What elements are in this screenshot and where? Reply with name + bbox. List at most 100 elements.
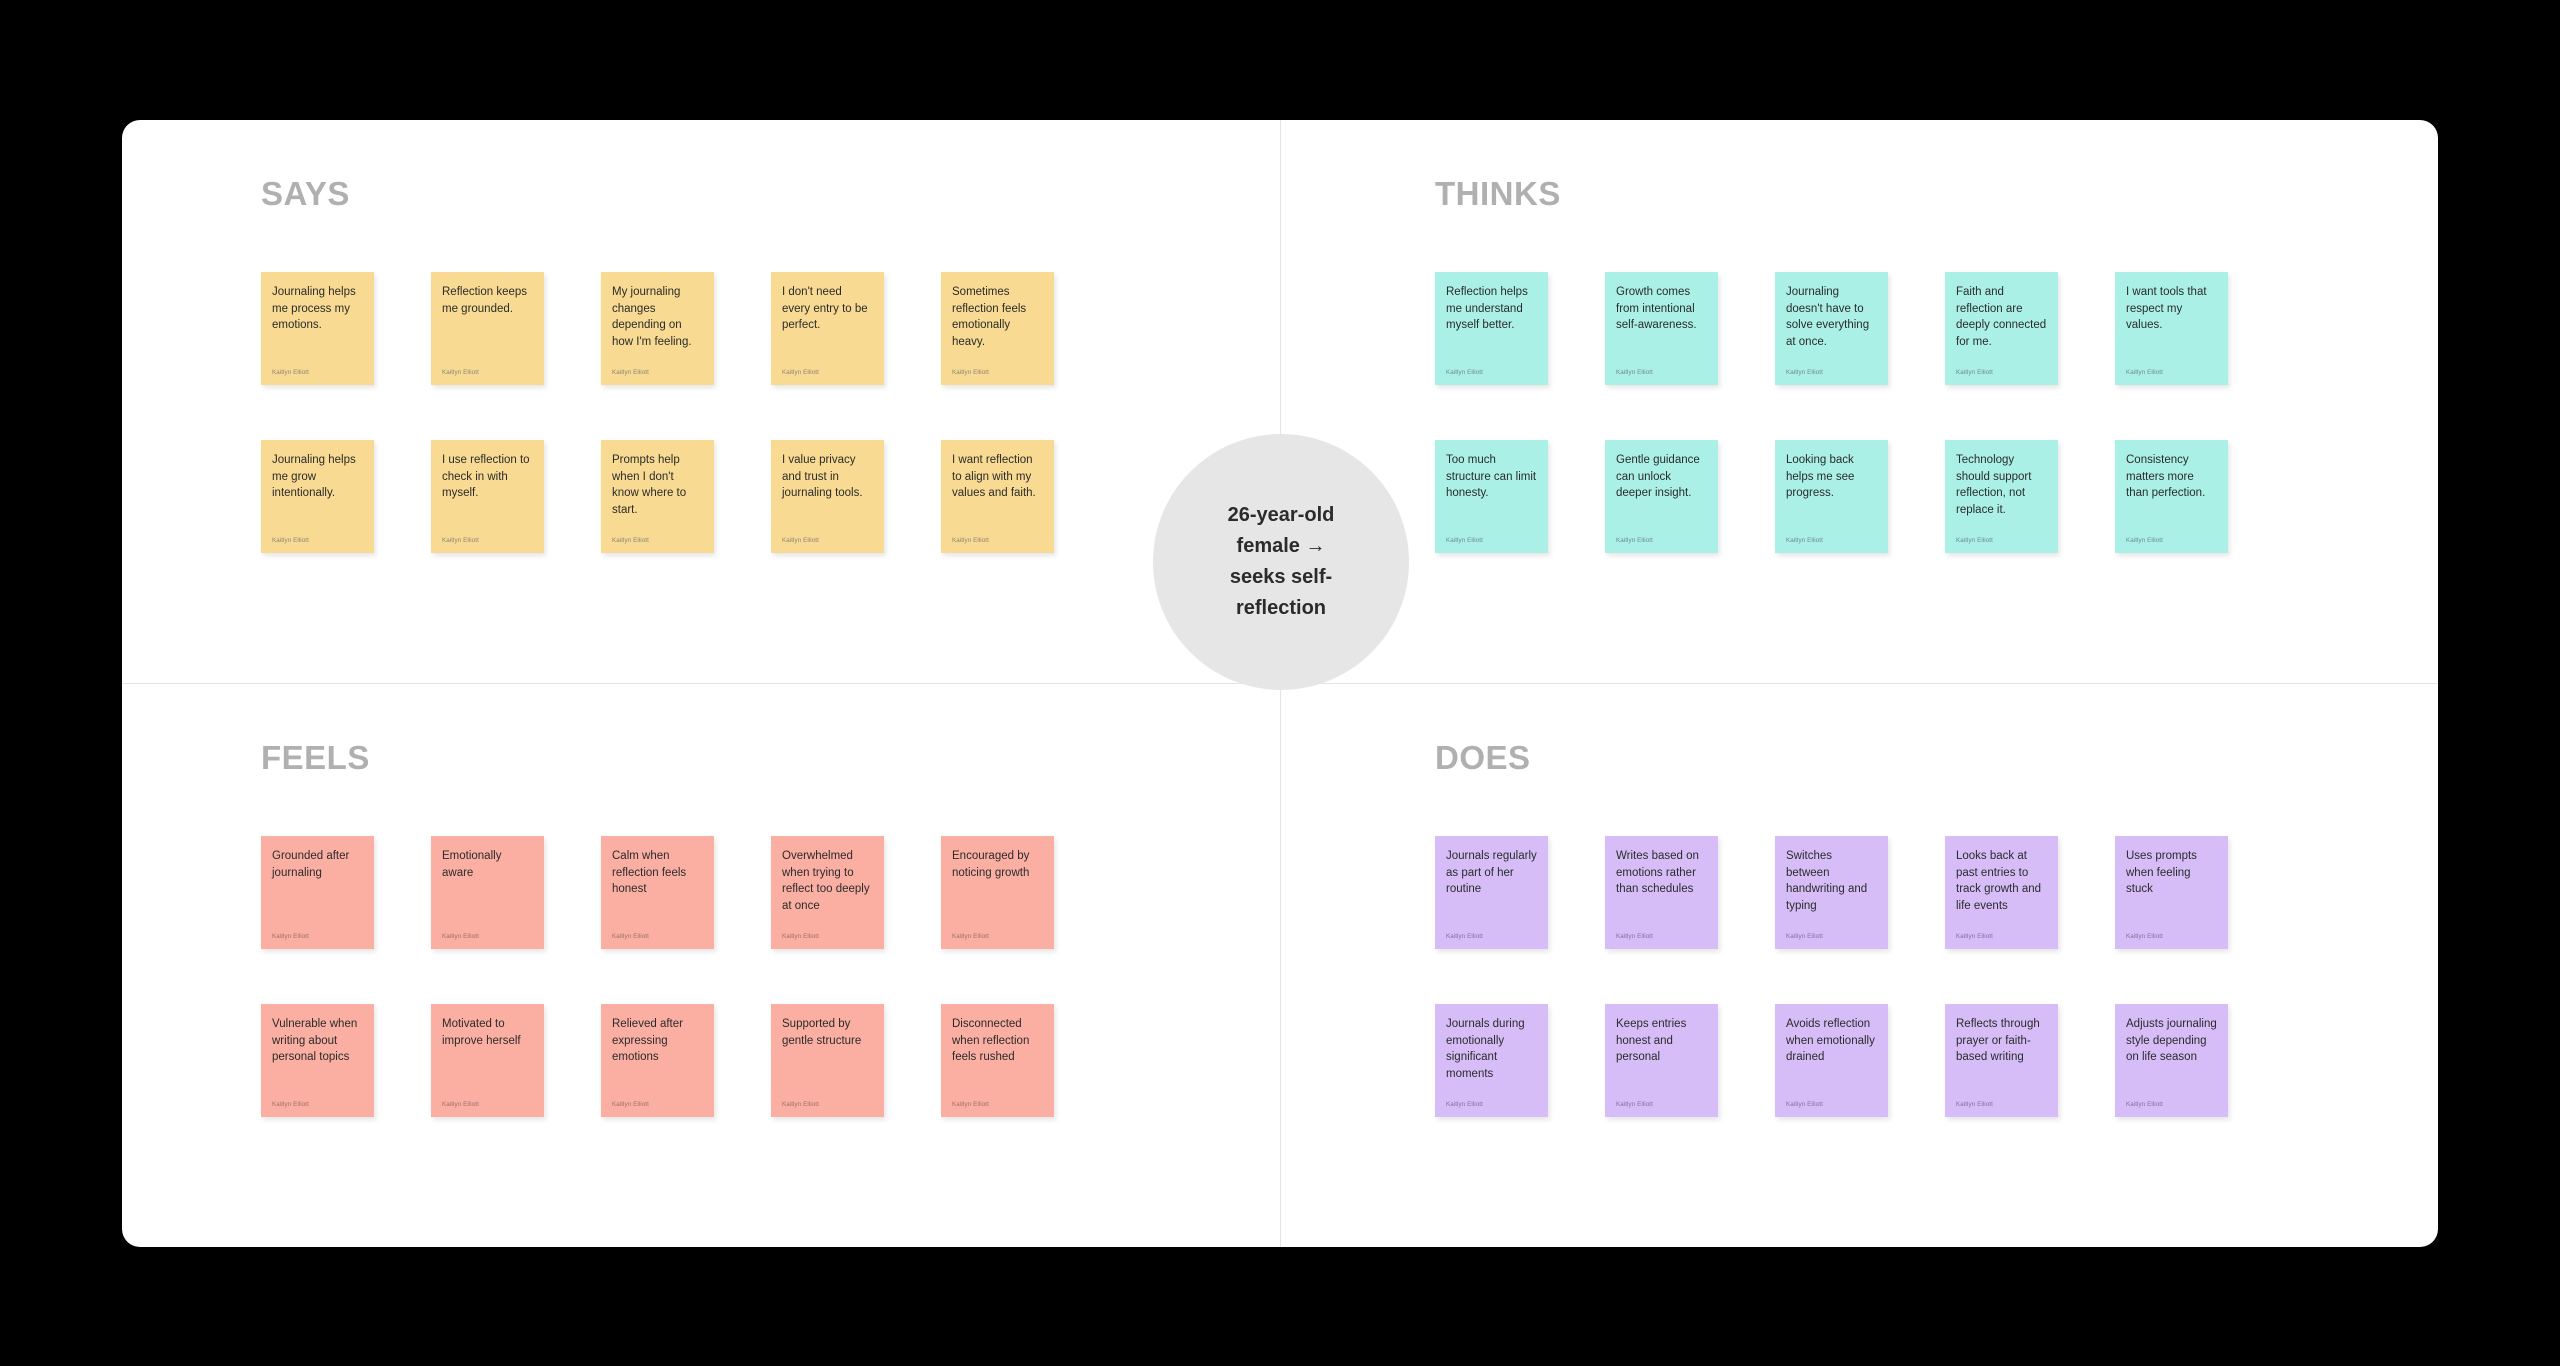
sticky-note-text: Gentle guidance can unlock deeper insigh…: [1616, 454, 1700, 500]
sticky-note-author: Kaitlyn Elliott: [1446, 1101, 1483, 1108]
sticky-note-text: Too much structure can limit honesty.: [1446, 454, 1537, 500]
sticky-note[interactable]: Journaling helps me process my emotions.…: [261, 272, 374, 385]
note-grid-thinks: Reflection helps me understand myself be…: [1435, 272, 2228, 553]
sticky-note[interactable]: Avoids reflection when emotionally drain…: [1775, 1004, 1888, 1117]
sticky-note-text: Motivated to improve herself: [442, 1018, 521, 1047]
sticky-note-text: I want tools that respect my values.: [2126, 286, 2207, 332]
sticky-note-text: Emotionally aware: [442, 850, 502, 879]
sticky-note[interactable]: Consistency matters more than perfection…: [2115, 440, 2228, 553]
note-grid-says: Journaling helps me process my emotions.…: [261, 272, 1054, 553]
sticky-note[interactable]: Too much structure can limit honesty. Kai…: [1435, 440, 1548, 553]
sticky-note[interactable]: Adjusts journaling style depending on li…: [2115, 1004, 2228, 1117]
sticky-note[interactable]: Looking back helps me see progress.Kaitl…: [1775, 440, 1888, 553]
sticky-note[interactable]: I use reflection to check in with myself…: [431, 440, 544, 553]
empathy-map-canvas: SAYS Journaling helps me process my emot…: [122, 120, 2438, 1247]
sticky-note[interactable]: Journals regularly as part of her routin…: [1435, 836, 1548, 949]
sticky-note-author: Kaitlyn Elliott: [2126, 537, 2163, 544]
sticky-note-author: Kaitlyn Elliott: [1616, 537, 1653, 544]
sticky-note[interactable]: My journaling changes depending on how I…: [601, 272, 714, 385]
sticky-note[interactable]: Journals during emotionally significant …: [1435, 1004, 1548, 1117]
sticky-note-author: Kaitlyn Elliott: [1786, 1101, 1823, 1108]
sticky-note[interactable]: I don't need every entry to be perfect.K…: [771, 272, 884, 385]
sticky-note-author: Kaitlyn Elliott: [272, 1101, 309, 1108]
sticky-note-text: Relieved after expressing emotions: [612, 1018, 683, 1064]
sticky-note-text: Journals during emotionally significant …: [1446, 1018, 1525, 1081]
sticky-note-author: Kaitlyn Elliott: [1956, 537, 1993, 544]
sticky-note-text: Overwhelmed when trying to reflect too d…: [782, 850, 870, 913]
sticky-note-author: Kaitlyn Elliott: [442, 1101, 479, 1108]
sticky-note[interactable]: Gentle guidance can unlock deeper insigh…: [1605, 440, 1718, 553]
sticky-note-author: Kaitlyn Elliott: [1446, 537, 1483, 544]
sticky-note-author: Kaitlyn Elliott: [1616, 369, 1653, 376]
sticky-note-author: Kaitlyn Elliott: [1956, 933, 1993, 940]
sticky-note[interactable]: Writes based on emotions rather than sch…: [1605, 836, 1718, 949]
sticky-note-text: Growth comes from intentional self-aware…: [1616, 286, 1697, 332]
sticky-note-text: I want reflection to align with my value…: [952, 454, 1036, 500]
sticky-note-author: Kaitlyn Elliott: [442, 537, 479, 544]
sticky-note[interactable]: Reflects through prayer or faith-based w…: [1945, 1004, 2058, 1117]
sticky-note-author: Kaitlyn Elliott: [272, 537, 309, 544]
sticky-note[interactable]: Reflection keeps me grounded.Kaitlyn Ell…: [431, 272, 544, 385]
sticky-note[interactable]: Technology should support reflection, no…: [1945, 440, 2058, 553]
sticky-note[interactable]: Vulnerable when writing about personal t…: [261, 1004, 374, 1117]
sticky-note-author: Kaitlyn Elliott: [442, 369, 479, 376]
sticky-note[interactable]: Prompts help when I don't know where to …: [601, 440, 714, 553]
sticky-note[interactable]: Reflection helps me understand myself be…: [1435, 272, 1548, 385]
sticky-note[interactable]: I want reflection to align with my value…: [941, 440, 1054, 553]
sticky-note-author: Kaitlyn Elliott: [442, 933, 479, 940]
sticky-note-text: Journals regularly as part of her routin…: [1446, 850, 1537, 896]
sticky-note-author: Kaitlyn Elliott: [2126, 1101, 2163, 1108]
sticky-note-author: Kaitlyn Elliott: [1446, 933, 1483, 940]
sticky-note-text: Keeps entries honest and personal: [1616, 1018, 1687, 1064]
sticky-note-text: Consistency matters more than perfection…: [2126, 454, 2206, 500]
persona-label: 26-year-old female → seeks self-reflecti…: [1227, 504, 1335, 619]
sticky-note[interactable]: Disconnected when reflection feels rushe…: [941, 1004, 1054, 1117]
quadrant-title-feels: FEELS: [261, 739, 370, 776]
sticky-note-text: Journaling helps me process my emotions.: [272, 286, 356, 332]
sticky-note[interactable]: Journaling helps me grow intentionally.K…: [261, 440, 374, 553]
sticky-note-author: Kaitlyn Elliott: [782, 1101, 819, 1108]
sticky-note-text: Journaling doesn't have to solve everyth…: [1786, 286, 1870, 349]
sticky-note-text: Reflection helps me understand myself be…: [1446, 286, 1528, 332]
sticky-note-author: Kaitlyn Elliott: [1786, 537, 1823, 544]
sticky-note[interactable]: Looks back at past entries to track grow…: [1945, 836, 2058, 949]
sticky-note-author: Kaitlyn Elliott: [782, 933, 819, 940]
sticky-note-author: Kaitlyn Elliott: [952, 933, 989, 940]
sticky-note-text: Supported by gentle structure: [782, 1018, 862, 1047]
sticky-note-author: Kaitlyn Elliott: [1956, 1101, 1993, 1108]
quadrant-says: SAYS Journaling helps me process my emot…: [122, 120, 1280, 683]
sticky-note[interactable]: Faith and reflection are deeply connecte…: [1945, 272, 2058, 385]
sticky-note-author: Kaitlyn Elliott: [1786, 369, 1823, 376]
sticky-note-author: Kaitlyn Elliott: [1616, 933, 1653, 940]
sticky-note-text: Prompts help when I don't know where to …: [612, 454, 687, 517]
sticky-note-text: I use reflection to check in with myself…: [442, 454, 530, 500]
sticky-note-text: Adjusts journaling style depending on li…: [2126, 1018, 2217, 1064]
sticky-note[interactable]: I want tools that respect my values.Kait…: [2115, 272, 2228, 385]
sticky-note[interactable]: Journaling doesn't have to solve everyth…: [1775, 272, 1888, 385]
quadrant-does: DOES Journals regularly as part of her r…: [1281, 684, 2438, 1247]
sticky-note[interactable]: I value privacy and trust in journaling …: [771, 440, 884, 553]
persona-circle: 26-year-old female → seeks self-reflecti…: [1153, 434, 1409, 690]
sticky-note-author: Kaitlyn Elliott: [2126, 933, 2163, 940]
sticky-note-text: I don't need every entry to be perfect.: [782, 286, 868, 332]
sticky-note-author: Kaitlyn Elliott: [1786, 933, 1823, 940]
sticky-note-author: Kaitlyn Elliott: [1956, 369, 1993, 376]
sticky-note[interactable]: Sometimes reflection feels emotionally h…: [941, 272, 1054, 385]
sticky-note-text: Technology should support reflection, no…: [1956, 454, 2032, 517]
sticky-note-text: Disconnected when reflection feels rushe…: [952, 1018, 1030, 1064]
sticky-note[interactable]: Overwhelmed when trying to reflect too d…: [771, 836, 884, 949]
sticky-note-author: Kaitlyn Elliott: [952, 1101, 989, 1108]
sticky-note-text: Avoids reflection when emotionally drain…: [1786, 1018, 1875, 1064]
sticky-note[interactable]: Growth comes from intentional self-aware…: [1605, 272, 1718, 385]
sticky-note-author: Kaitlyn Elliott: [612, 369, 649, 376]
